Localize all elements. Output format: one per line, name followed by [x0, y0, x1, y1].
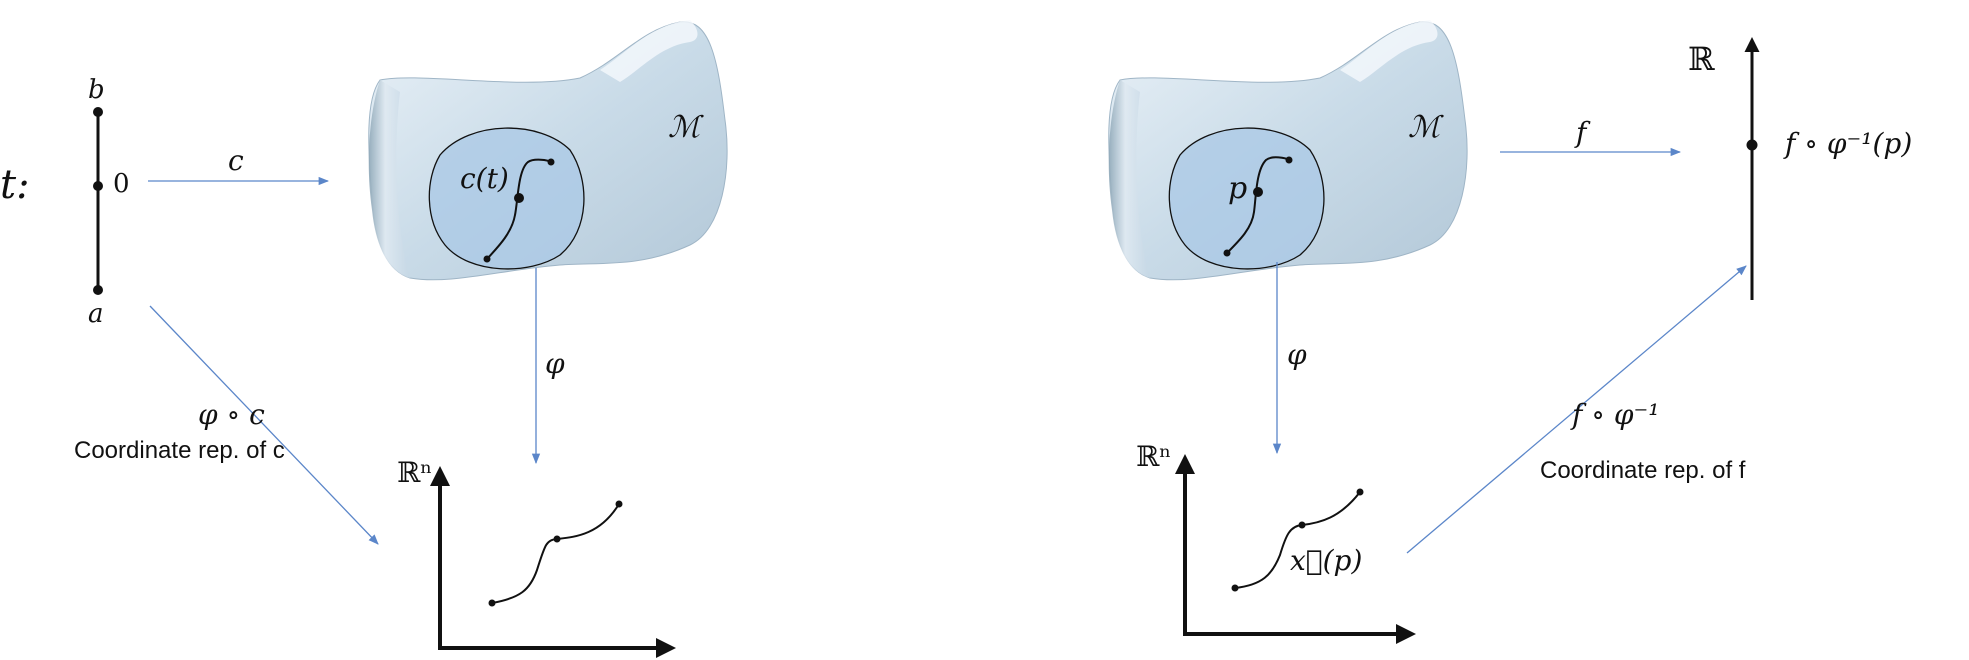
right-diagram: ℳ p f ℝ f ∘ φ⁻¹(p) φ f ∘ φ⁻¹ Coordinate … [1108, 20, 1912, 644]
curve-on-manifold [486, 158, 552, 260]
interval-bottom-point [93, 285, 103, 295]
composition-label-right: f ∘ φ⁻¹ [1570, 398, 1660, 431]
map-phi-label-right: φ [1287, 338, 1307, 371]
curve-point-ct [514, 193, 524, 203]
interval-top-label: b [88, 75, 105, 105]
interval-bottom-label: a [88, 299, 104, 329]
coord-curve-end [615, 500, 623, 508]
coord-curve-mid [553, 535, 561, 543]
curve-start-point-right [1223, 249, 1231, 257]
value-label: f ∘ φ⁻¹(p) [1783, 127, 1912, 160]
composition-arrow [149, 305, 379, 545]
coord-point-x-p [1298, 521, 1306, 529]
curve-end-point-right [1285, 156, 1293, 164]
composition-label: φ ∘ c [198, 398, 265, 431]
composition-arrow-right [1406, 265, 1747, 554]
composition-note-right: Coordinate rep. of f [1540, 457, 1746, 484]
real-line-point [1746, 139, 1758, 151]
coordinate-curve-right [1234, 491, 1361, 589]
curve-on-manifold-right [1226, 156, 1290, 254]
rn-label: ℝⁿ [397, 456, 432, 489]
map-c-label: c [228, 144, 244, 177]
point-ct-label: c(t) [460, 162, 509, 195]
coordinate-curve [491, 503, 620, 604]
real-line-label: ℝ [1688, 40, 1715, 78]
interval-mid-label: 0 [113, 169, 130, 199]
left-diagram: t: b 0 a c ℳ c(t) φ φ ∘ c Coordinate rep… [0, 20, 728, 658]
coord-curve-end-right [1356, 488, 1364, 496]
manifold-label-right: ℳ [1408, 110, 1444, 145]
map-f-label: f [1574, 116, 1591, 149]
coord-curve-start [488, 599, 496, 607]
coord-curve-start-right [1231, 584, 1239, 592]
chart-region [428, 127, 585, 270]
point-p-label: p [1228, 171, 1247, 206]
curve-end-point [547, 158, 555, 166]
chart-region-right [1168, 127, 1325, 270]
composition-note: Coordinate rep. of c [74, 437, 285, 464]
t-label: t: [0, 162, 30, 208]
interval-top-point [93, 107, 103, 117]
coord-point-label: x⃗(p) [1290, 544, 1362, 577]
map-phi-label: φ [545, 347, 565, 380]
rn-label-right: ℝⁿ [1136, 440, 1171, 473]
curve-start-point [483, 255, 491, 263]
point-p [1253, 187, 1263, 197]
interval-zero-point [93, 181, 103, 191]
manifold-label: ℳ [668, 110, 704, 145]
